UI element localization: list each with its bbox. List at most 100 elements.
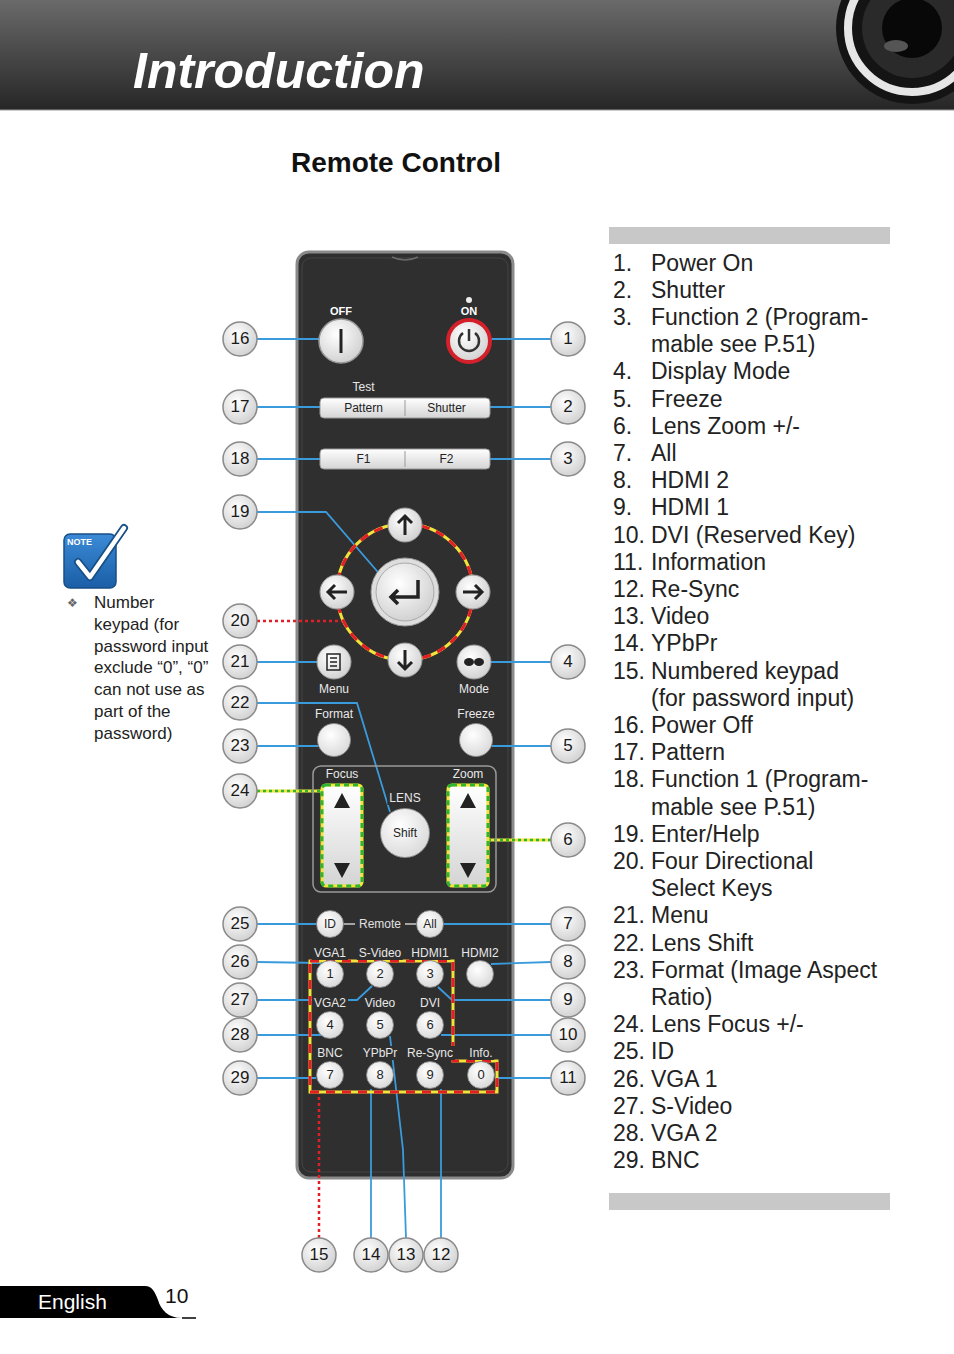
list-number: 29.: [613, 1147, 651, 1174]
keypad-button: DVI6: [416, 1011, 444, 1039]
leader-line: [491, 338, 551, 340]
list-number: 8.: [613, 467, 651, 494]
keypad-button: Re-Sync9: [416, 1061, 444, 1089]
leader-line: [318, 1093, 321, 1238]
function-bar: [320, 449, 490, 469]
list-item: Lens Shift: [651, 930, 901, 957]
callout-number: 17: [231, 397, 250, 417]
off-button-shape: [319, 319, 363, 363]
leader-line: [390, 1036, 406, 1238]
list-item: VGA 2: [651, 1120, 901, 1147]
zoom-rocker-shape: [448, 785, 488, 886]
enter-symbol: [391, 580, 418, 604]
callout-circle: [223, 495, 257, 529]
list-item: Freeze: [651, 386, 901, 413]
note-icon-label: NOTE: [67, 537, 92, 548]
leader-line: [490, 406, 551, 408]
list-item: S-Video: [651, 1093, 901, 1120]
callout-circle: [551, 1018, 585, 1052]
callout-number: 27: [231, 990, 250, 1010]
callout-circle: [424, 1238, 458, 1272]
all-button: All: [416, 910, 444, 938]
button-label: Mode: [457, 682, 491, 696]
id-button: ID: [316, 910, 344, 938]
lens-glass: [862, 0, 954, 78]
leader-line: [257, 923, 316, 925]
mode-button-shape: [457, 645, 491, 679]
callout-number: 24: [231, 781, 250, 801]
enter-key: [376, 563, 434, 621]
power-off-button: OFF: [319, 319, 363, 363]
leader-line: [257, 620, 343, 623]
callout-number: 29: [231, 1068, 250, 1088]
callout-number: 4: [563, 652, 572, 672]
callout-number: 11: [559, 1068, 577, 1088]
callout-circle: [551, 442, 585, 476]
list-number: 13.: [613, 603, 651, 630]
focus-down: [334, 863, 350, 878]
lens-shift-button: LENSShift: [380, 808, 430, 858]
list-item: DVI (Reserved Key): [651, 522, 901, 549]
keypad-button: VGA11: [316, 960, 344, 988]
callout-circle: [551, 907, 585, 941]
list-bar-top: [609, 227, 890, 244]
list-number: 5.: [613, 386, 651, 413]
hdmi2-button: HDMI2: [466, 960, 494, 988]
right-arrow: [463, 585, 482, 599]
button-text: F2: [439, 452, 453, 466]
callout-number: 2: [563, 397, 572, 417]
list-item: BNC: [651, 1147, 901, 1174]
button-label: Video: [363, 996, 397, 1010]
keypad-button: Video5: [366, 1011, 394, 1039]
list-number: 16.: [613, 712, 651, 739]
menu-symbol: [327, 654, 340, 670]
leader-lines: [257, 339, 551, 1238]
callout-circle: [223, 945, 257, 979]
focus-up: [334, 793, 350, 808]
button-label: OFF: [328, 304, 354, 318]
callout-number: 1: [563, 329, 572, 349]
callout-circle: [223, 390, 257, 424]
callout-number: 3: [563, 449, 572, 469]
callout-number: 13: [397, 1245, 416, 1265]
callout-number: 28: [231, 1025, 250, 1045]
button-label: Test: [350, 380, 376, 394]
callout-circle: [223, 774, 257, 808]
callout-circle: [551, 645, 585, 679]
shutter-key: Shutter: [405, 399, 488, 417]
list-item: Format (Image Aspect Ratio): [651, 957, 901, 1011]
button-label: ON: [459, 304, 480, 318]
button-text: Pattern: [344, 401, 383, 415]
leader-line: [257, 1077, 316, 1079]
dpad-outline-red: [337, 524, 473, 660]
button-label: Focus: [324, 767, 361, 781]
keypad-outline-yellow: [310, 961, 497, 1092]
leader-line: [491, 962, 551, 964]
callout-circles: [223, 322, 585, 1272]
callout-circle: [223, 442, 257, 476]
callout-number: 19: [231, 502, 250, 522]
bar-divider: [405, 451, 406, 467]
button-label: LENS: [387, 791, 422, 805]
callout-number: 10: [559, 1025, 578, 1045]
button-text: Shutter: [427, 401, 466, 415]
list-number: 17.: [613, 739, 651, 766]
page-number: 10: [165, 1283, 188, 1309]
callout-number: 21: [231, 652, 250, 672]
menu-button-shape: [317, 645, 351, 679]
mode-symbol: [464, 658, 474, 666]
leader-line: [257, 458, 320, 460]
callout-circle: [223, 645, 257, 679]
list-number: 11.: [613, 549, 651, 576]
callout-circle: [223, 907, 257, 941]
button-text: 8: [376, 1068, 383, 1082]
button-text: ID: [324, 917, 336, 931]
left-arrow: [328, 585, 347, 599]
list-number: 14.: [613, 630, 651, 657]
focus-highlight: [322, 785, 362, 886]
callout-circle: [354, 1238, 388, 1272]
callout-circle: [223, 729, 257, 763]
list-item: All: [651, 440, 901, 467]
button-label: BNC: [315, 1046, 344, 1060]
list-number: 25.: [613, 1038, 651, 1065]
